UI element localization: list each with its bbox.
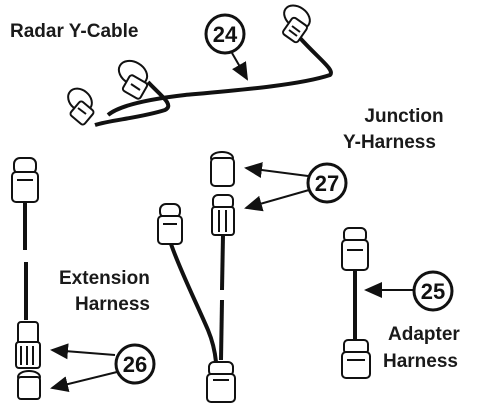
label-junction-line1: Junction <box>364 106 444 127</box>
adapter-harness <box>341 227 371 379</box>
callout-27: 27 <box>244 162 348 212</box>
extension-harness <box>11 157 41 400</box>
callout-26: 26 <box>50 343 156 392</box>
junction-y-harness <box>157 151 236 403</box>
label-extension-line2: Harness <box>75 294 150 315</box>
connector-left <box>67 87 95 126</box>
callout-25-text: 25 <box>421 279 445 304</box>
callout-24: 24 <box>204 13 248 81</box>
connector-middle <box>117 59 149 100</box>
callout-27-text: 27 <box>315 171 339 196</box>
label-junction-line2: Y-Harness <box>343 132 436 153</box>
label-adapter-line1: Adapter <box>388 324 460 345</box>
callout-25: 25 <box>364 270 454 312</box>
connector-top-right <box>282 4 311 44</box>
radar-y-cable <box>67 4 333 127</box>
callout-24-text: 24 <box>213 22 238 47</box>
label-extension-line1: Extension <box>59 268 150 289</box>
label-radar-y-cable: Radar Y-Cable <box>10 21 139 42</box>
callout-26-text: 26 <box>123 352 147 377</box>
label-adapter-line2: Harness <box>383 351 458 372</box>
